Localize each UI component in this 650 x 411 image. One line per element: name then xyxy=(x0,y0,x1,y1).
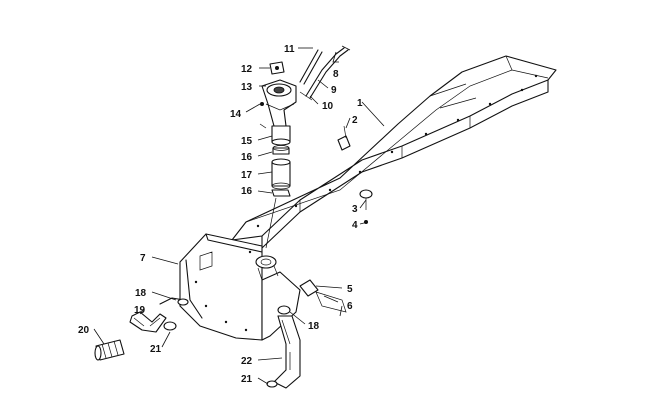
front-heat-exchanger xyxy=(179,233,263,341)
callout-14: 14 xyxy=(230,109,242,120)
filler-hose xyxy=(271,158,291,190)
callout-leaders xyxy=(93,47,385,385)
callout-8: 8 xyxy=(333,69,339,80)
callout-1: 1 xyxy=(357,98,363,109)
callout-2: 2 xyxy=(352,115,358,126)
left-hose-elbow xyxy=(129,297,189,333)
callout-13: 13 xyxy=(241,82,253,93)
callout-18-right: 18 xyxy=(308,321,320,332)
support-bracket xyxy=(299,279,347,313)
callout-22: 22 xyxy=(241,356,253,367)
callout-21-left: 21 xyxy=(150,344,162,355)
callout-18-left: 18 xyxy=(135,288,147,299)
callout-3: 3 xyxy=(352,204,358,215)
rail-clip xyxy=(337,125,351,151)
callout-15: 15 xyxy=(241,136,253,147)
hose-clamp-upper xyxy=(272,145,290,155)
callout-9: 9 xyxy=(331,85,337,96)
callout-6: 6 xyxy=(347,301,353,312)
callout-17: 17 xyxy=(241,170,253,181)
filler-neck-assembly xyxy=(259,61,297,146)
callout-4: 4 xyxy=(352,220,358,231)
callout-19: 19 xyxy=(134,305,146,316)
callout-16-lower: 16 xyxy=(241,186,253,197)
callout-labels: 1 2 3 4 5 6 7 8 9 10 11 12 13 14 15 16 1… xyxy=(78,44,363,385)
callout-21-right: 21 xyxy=(241,374,253,385)
drain-hose-coupler xyxy=(94,339,125,361)
grommet-and-screw xyxy=(359,189,373,224)
heat-exchanger-rail xyxy=(231,55,557,249)
callout-11: 11 xyxy=(284,44,295,55)
hose-clamp-lower xyxy=(265,189,291,249)
callout-5: 5 xyxy=(347,284,353,295)
callout-10: 10 xyxy=(322,101,334,112)
callout-12: 12 xyxy=(241,64,253,75)
callout-7: 7 xyxy=(140,253,146,264)
callout-16-upper: 16 xyxy=(241,152,253,163)
callout-20: 20 xyxy=(78,325,90,336)
vent-hose xyxy=(299,45,351,101)
right-hose xyxy=(266,305,301,389)
